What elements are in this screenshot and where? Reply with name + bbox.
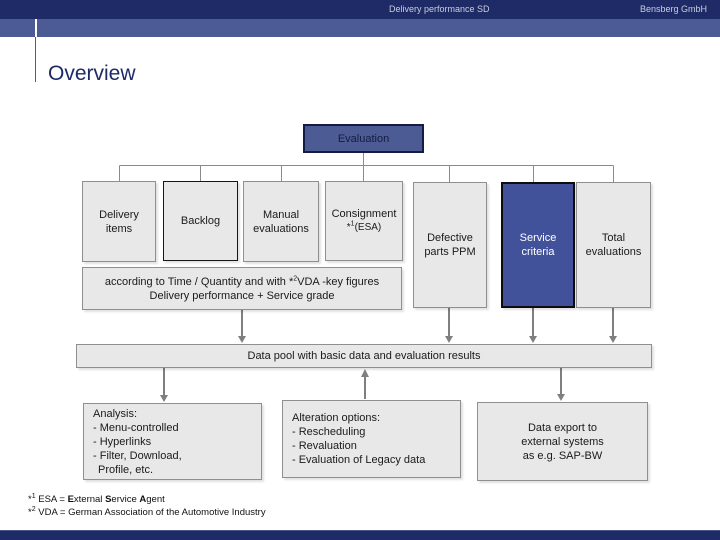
defective-parts-box: Defective parts PPM bbox=[413, 182, 487, 308]
backlog-box: Backlog bbox=[163, 181, 238, 261]
data-pool-box: Data pool with basic data and evaluation… bbox=[76, 344, 652, 368]
key-figures-line1: according to Time / Quantity and with *2… bbox=[104, 274, 380, 288]
delivery-items-box: Delivery items bbox=[82, 181, 156, 262]
consignment-footref: *1(ESA) bbox=[346, 220, 382, 233]
divider-tick-gray bbox=[35, 37, 36, 82]
alteration-options-box: Alteration options: - Rescheduling - Rev… bbox=[282, 400, 461, 478]
header-subbar bbox=[0, 19, 720, 37]
header-bar: Delivery performance SD Bensberg GmbH bbox=[0, 0, 720, 19]
analysis-box: Analysis: - Menu-controlled - Hyperlinks… bbox=[83, 403, 262, 480]
key-figures-line2: Delivery performance + Service grade bbox=[149, 289, 335, 302]
header-title: Delivery performance SD bbox=[389, 4, 490, 14]
header-company: Bensberg GmbH bbox=[639, 4, 707, 14]
total-evaluations-box: Total evaluations bbox=[576, 182, 651, 308]
footnote-vda: *2 VDA = German Association of the Autom… bbox=[28, 505, 266, 518]
service-criteria-box: Service criteria bbox=[501, 182, 575, 308]
evaluation-label: Evaluation bbox=[337, 132, 390, 145]
manual-evaluations-box: Manual evaluations bbox=[243, 181, 319, 262]
evaluation-box: Evaluation bbox=[303, 124, 424, 153]
footer-bar bbox=[0, 530, 720, 540]
data-export-box: Data export to external systems as e.g. … bbox=[477, 402, 648, 481]
divider-tick-white bbox=[35, 19, 37, 37]
footnote-esa: *1 ESA = External Service Agent bbox=[28, 492, 165, 505]
tree-lines bbox=[119, 151, 614, 182]
flow-arrows bbox=[160, 306, 617, 402]
consignment-box: Consignment *1(ESA) bbox=[325, 181, 403, 261]
page-title: Overview bbox=[48, 62, 136, 85]
key-figures-box: according to Time / Quantity and with *2… bbox=[82, 267, 402, 310]
